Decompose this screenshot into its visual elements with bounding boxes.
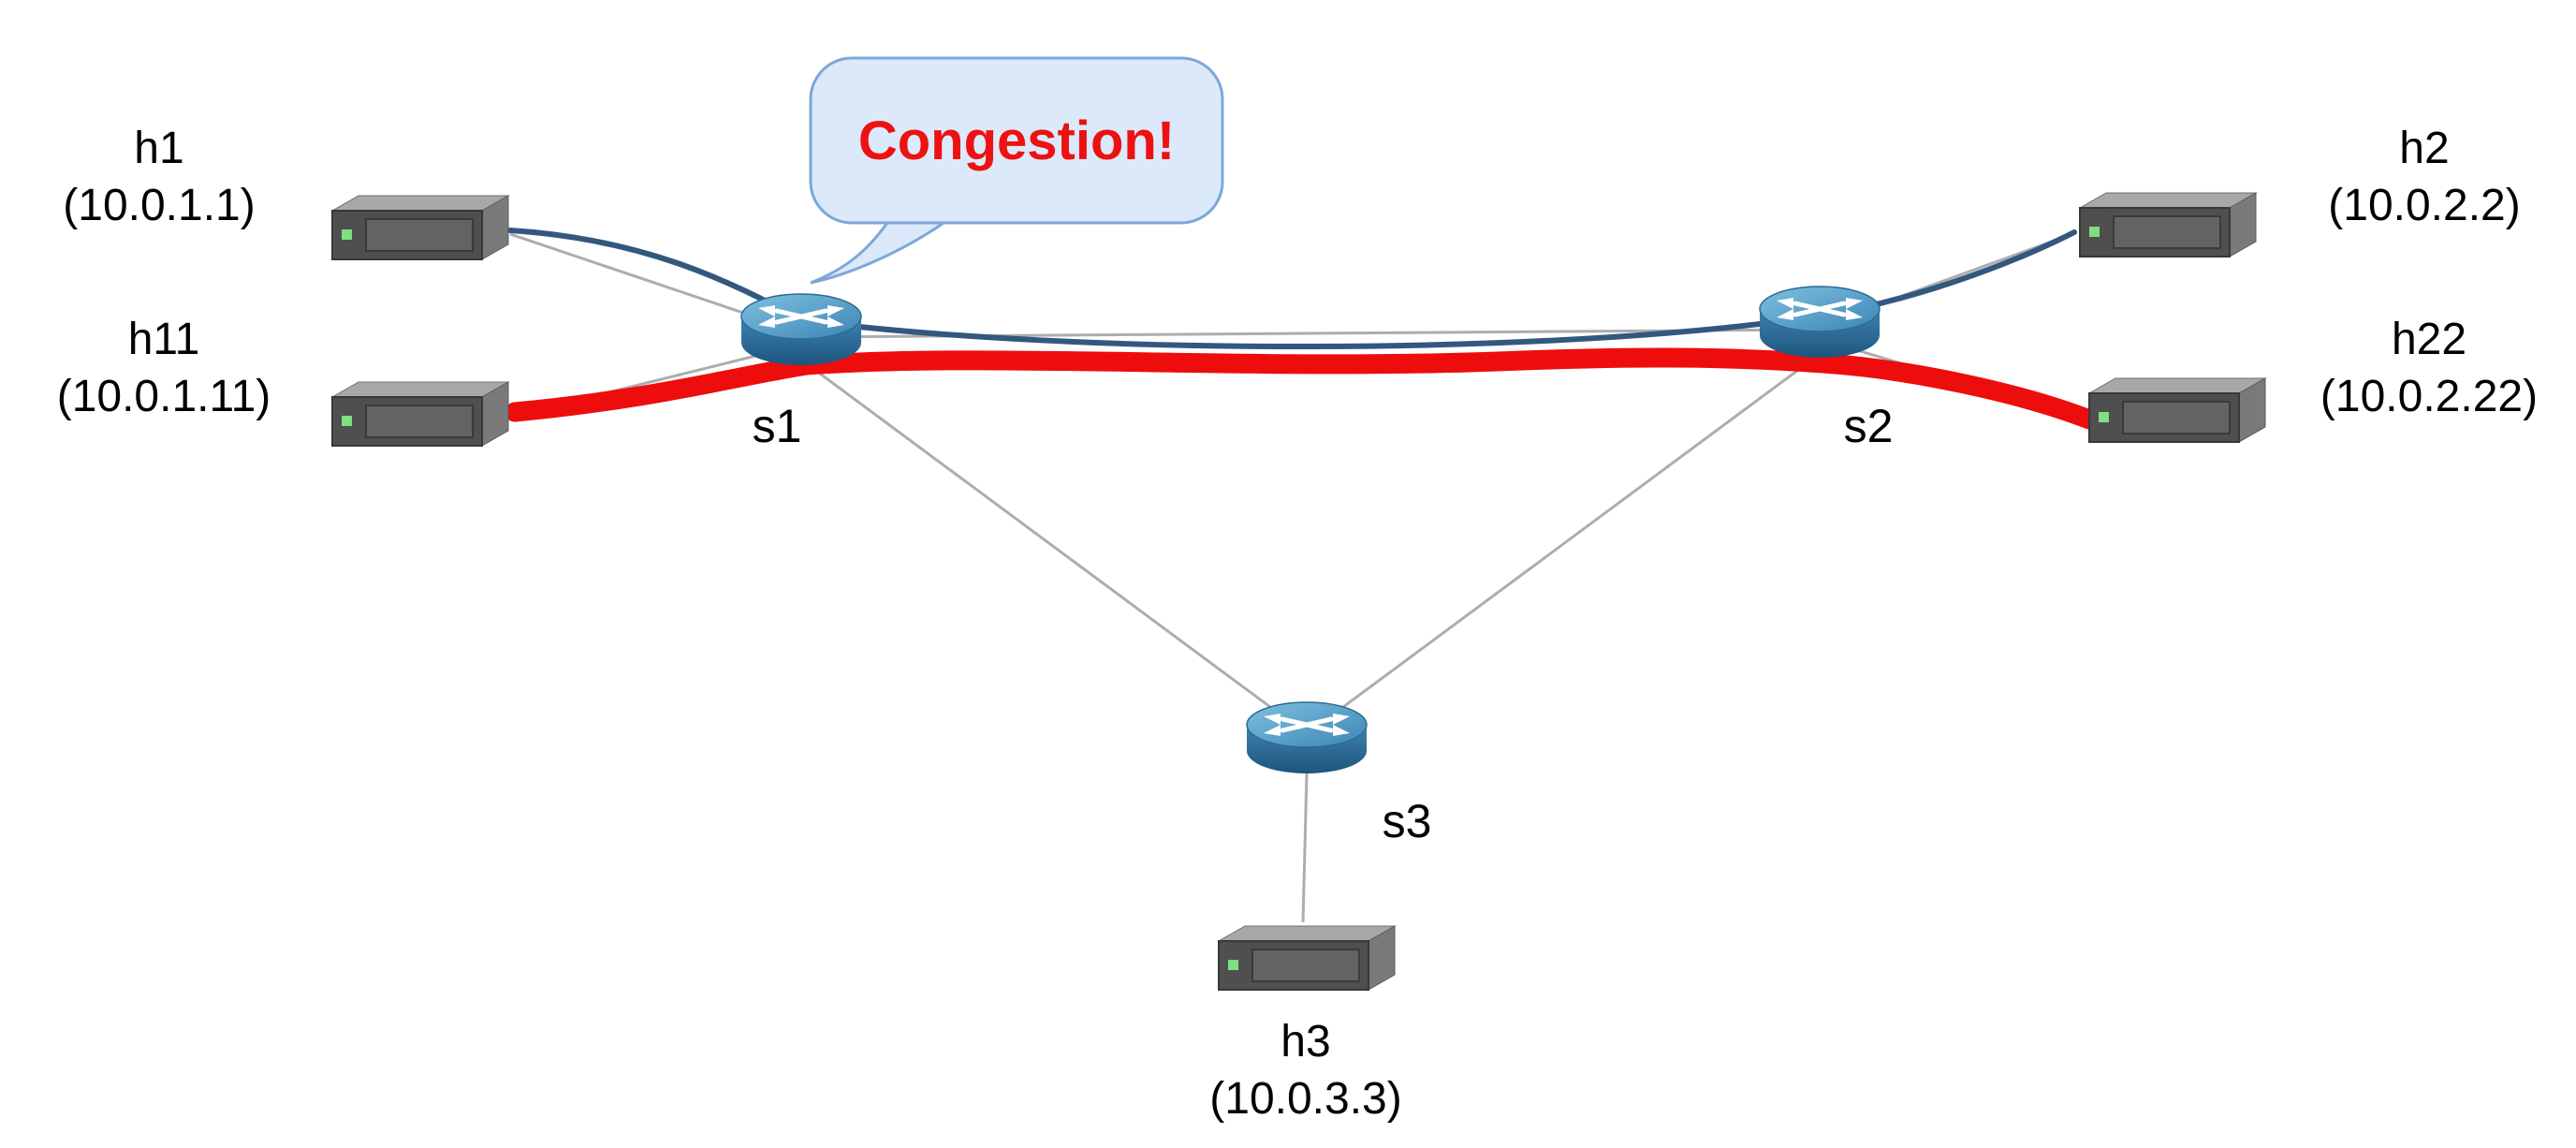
server-icon: [330, 195, 510, 260]
speech-bubble: [809, 56, 1224, 225]
node-label-h11: h11 (10.0.1.11): [9, 311, 318, 426]
link-s2-s3: [1321, 363, 1806, 725]
link-s1-s3: [815, 369, 1293, 725]
speech-bubble-tail: [810, 215, 954, 285]
blue-flow-path: [507, 228, 2077, 350]
host-ip: (10.0.2.2): [2328, 181, 2521, 231]
host-name: h11: [127, 315, 200, 364]
node-h22: [2080, 373, 2267, 457]
node-h2: [2071, 187, 2258, 272]
router-icon: [1759, 286, 1881, 358]
node-h3: [1209, 920, 1397, 1005]
server-icon: [2087, 377, 2267, 443]
congestion-callout: Congestion!: [857, 110, 1176, 171]
server-icon: [330, 381, 510, 447]
server-icon: [1217, 925, 1397, 991]
host-name: h22: [2391, 315, 2467, 364]
node-h1: [323, 190, 510, 274]
host-ip: (10.0.1.11): [56, 372, 271, 422]
router-icon: [740, 293, 862, 365]
node-label-h22: h22 (10.0.2.22): [2275, 311, 2576, 426]
node-h11: [323, 376, 510, 461]
node-s2: [1745, 273, 1895, 371]
node-label-s1: s1: [752, 400, 802, 452]
router-icon: [1246, 701, 1368, 773]
node-label-h2: h2 (10.0.2.2): [2275, 120, 2574, 235]
host-name: h1: [134, 124, 184, 173]
server-icon: [2078, 192, 2258, 258]
node-s3: [1232, 689, 1382, 787]
node-label-h3: h3 (10.0.3.3): [1161, 1013, 1451, 1128]
node-label-s2: s2: [1843, 400, 1894, 452]
host-ip: (10.0.3.3): [1209, 1074, 1402, 1125]
link-s3-h3: [1301, 773, 1309, 923]
host-name: h2: [2399, 124, 2450, 173]
node-label-h1: h1 (10.0.1.1): [9, 120, 309, 235]
host-ip: (10.0.2.22): [2320, 372, 2539, 422]
host-ip: (10.0.1.1): [63, 181, 256, 231]
node-label-s3: s3: [1382, 795, 1432, 847]
red-flow-path: [505, 347, 2100, 430]
host-name: h3: [1281, 1017, 1331, 1067]
node-s1: [726, 281, 876, 378]
